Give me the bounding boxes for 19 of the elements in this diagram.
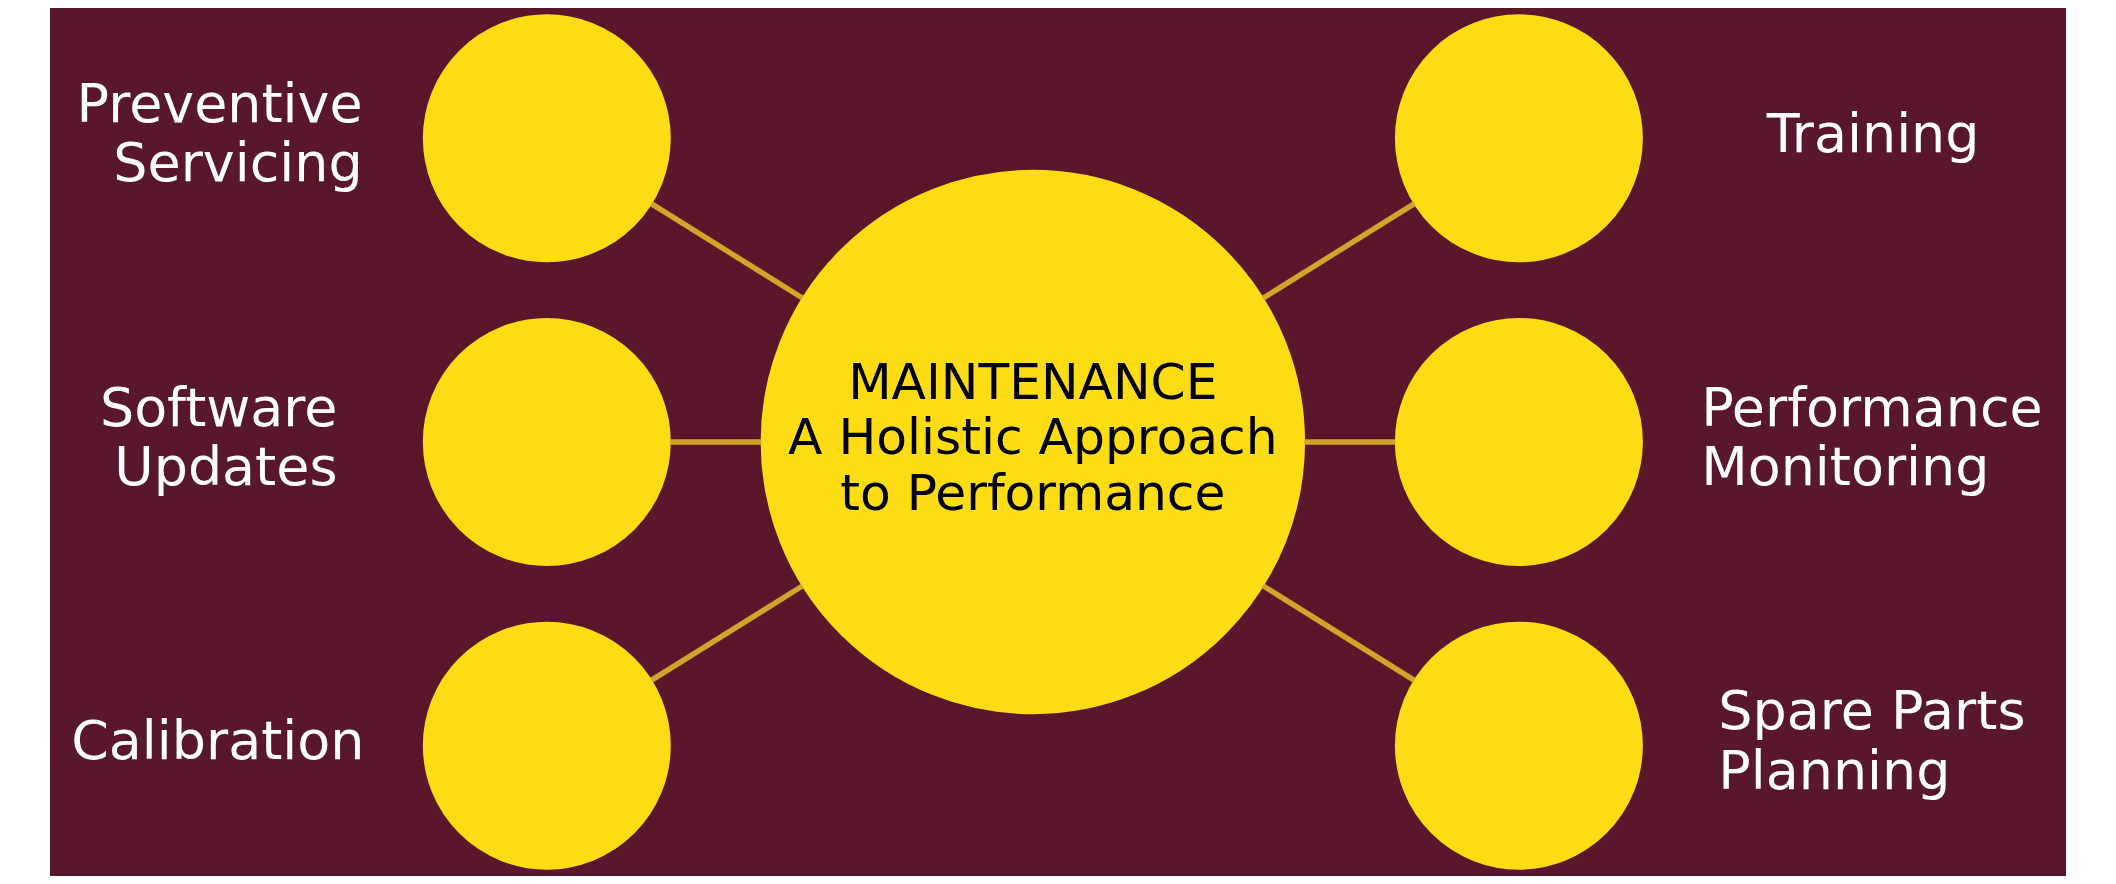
connector — [1261, 583, 1416, 683]
node-circle — [422, 318, 671, 566]
node-label: Training — [1766, 101, 1980, 165]
node-circle — [422, 14, 671, 263]
node-circle — [1394, 318, 1643, 566]
connector — [650, 201, 804, 301]
node-label: Software Updates — [99, 375, 338, 499]
node-label: Preventive Servicing — [76, 72, 363, 195]
node-label: Calibration — [71, 709, 365, 773]
node-circle — [1394, 14, 1643, 263]
connector — [1304, 439, 1396, 445]
node-circle: MAINTENANCE A Holistic Approach to Performance — [760, 169, 1306, 715]
node-label: Spare Parts Planning — [1718, 679, 2026, 802]
connector — [1261, 201, 1416, 301]
node-label: Performance Monitoring — [1701, 375, 2043, 499]
node-circle — [422, 621, 671, 870]
connector — [670, 439, 762, 445]
connector — [650, 583, 804, 683]
node-circle — [1394, 621, 1643, 870]
